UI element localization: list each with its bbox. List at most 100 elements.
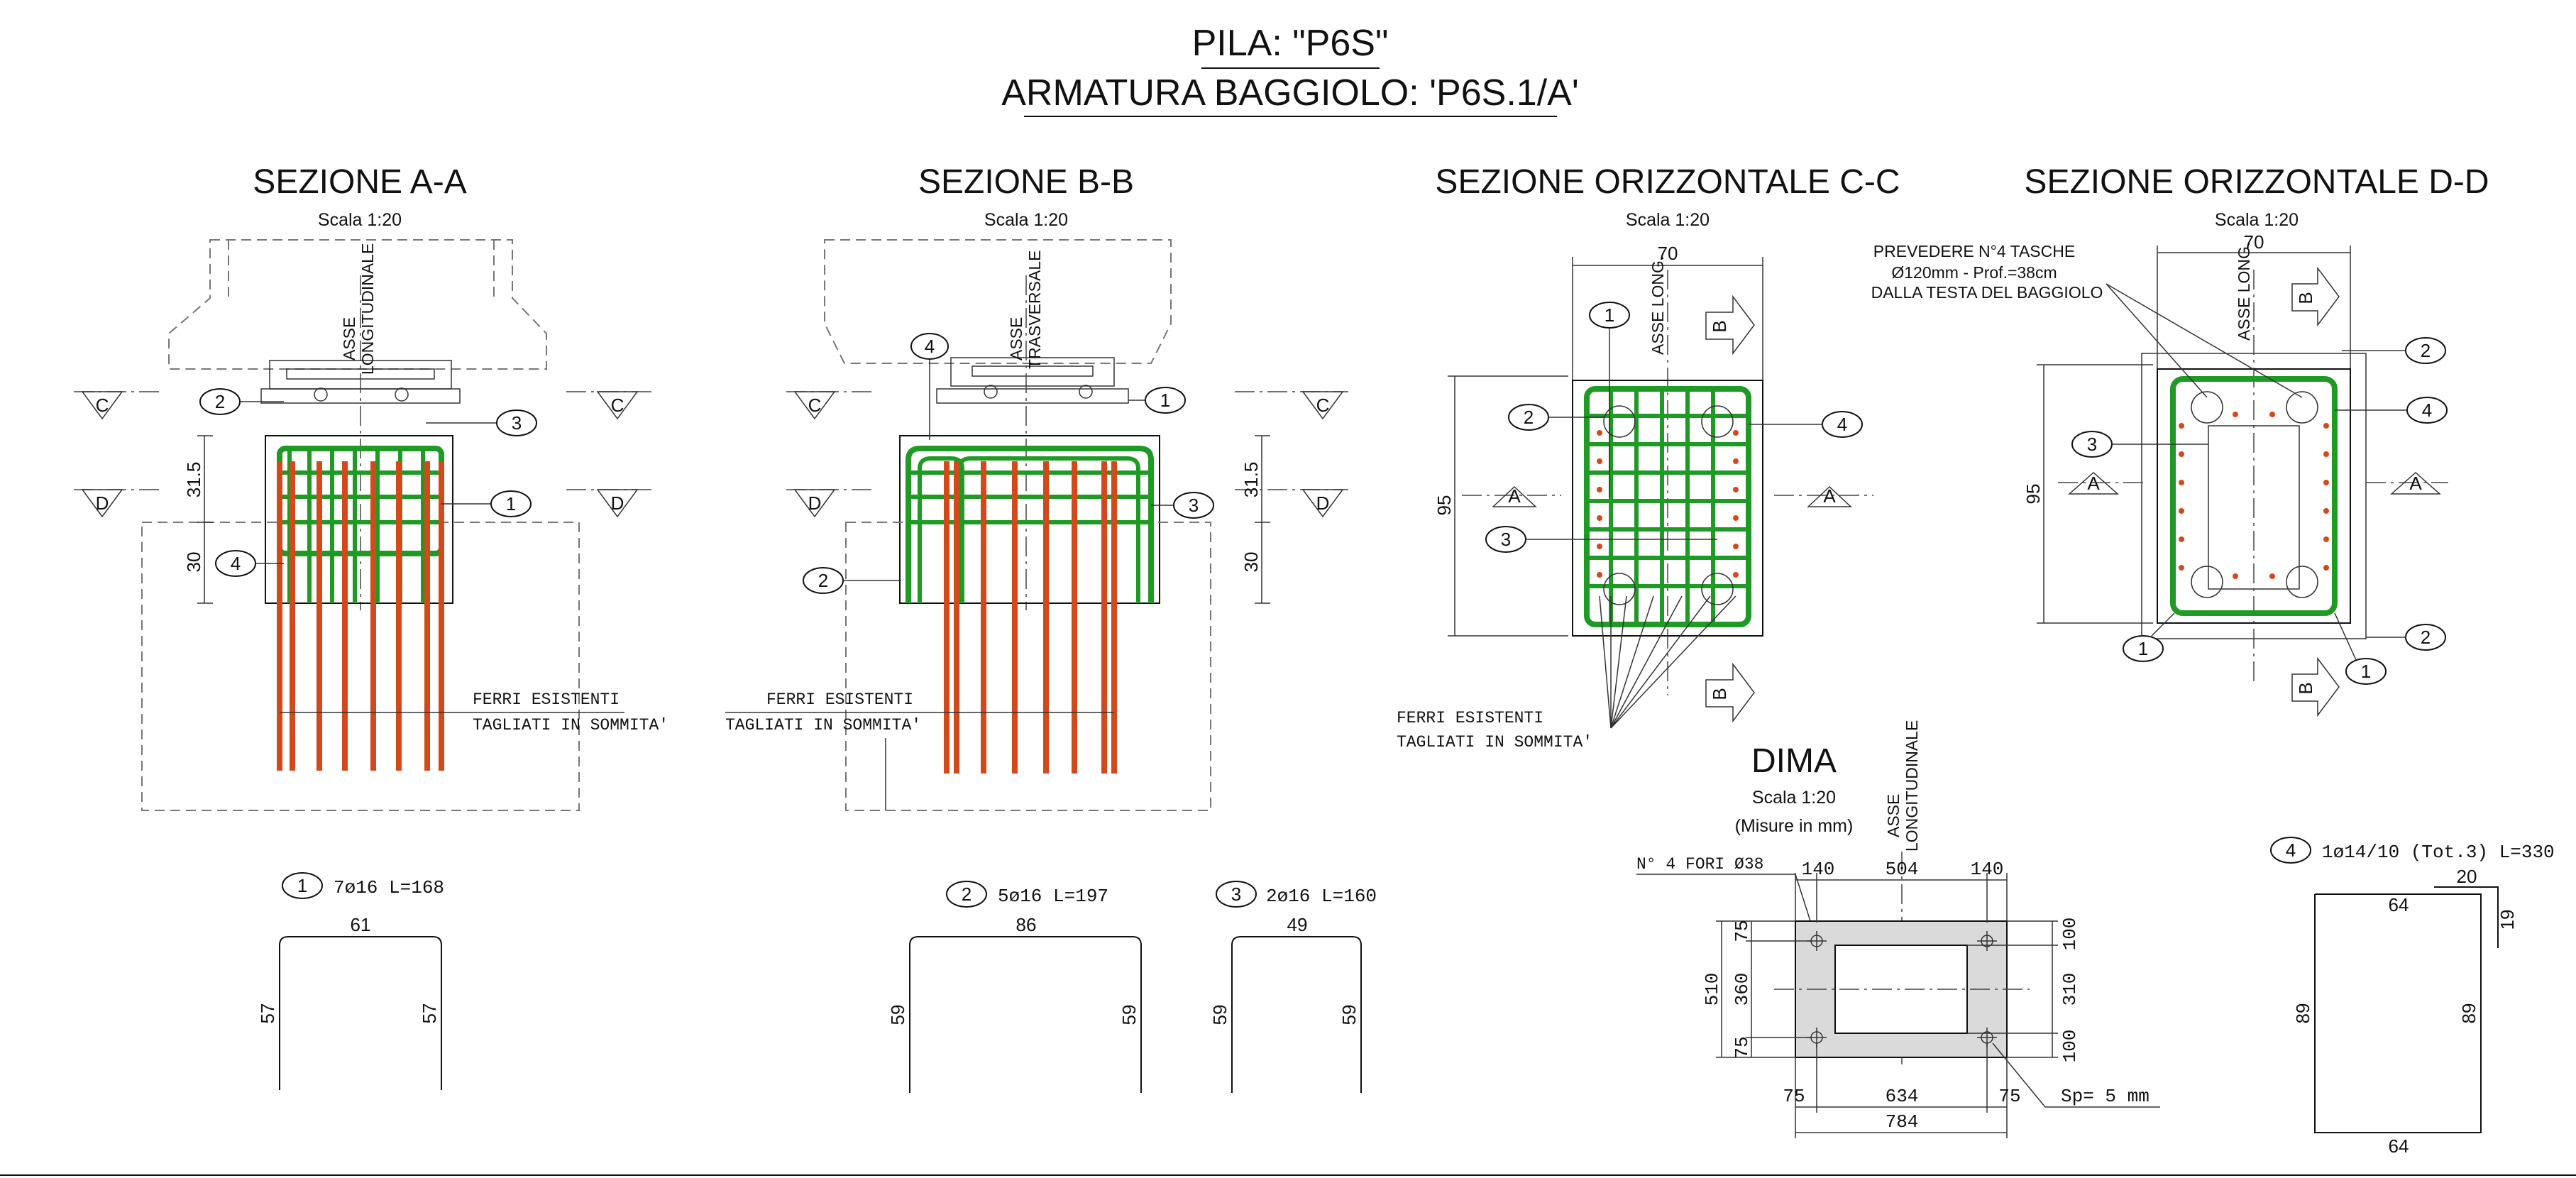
bar-3: 3 2ø16 L=160 49 59 59 xyxy=(1209,881,1377,1093)
bar-4: 4 1ø14/10 (Tot.3) L=330 64 64 20 19 89 8… xyxy=(2270,837,2555,1157)
bar-4-hook-leg: 19 xyxy=(2497,910,2518,930)
cut-b-bottom-c: B xyxy=(1709,688,1730,700)
cut-d-left: D xyxy=(96,492,109,514)
dd-marker-2-top: 2 xyxy=(2421,340,2431,361)
cut-c-left: C xyxy=(96,395,109,416)
section-bb-axis1: ASSE xyxy=(1007,317,1025,360)
bar-4-spec: 1ø14/10 (Tot.3) L=330 xyxy=(2322,842,2555,863)
section-dd-note2: Ø120mm - Prof.=38cm xyxy=(1891,263,2057,282)
dima-plate-thickness: Sp= 5 mm xyxy=(2061,1086,2150,1107)
aa-marker-4: 4 xyxy=(231,553,241,574)
section-aa-axis1: ASSE xyxy=(340,317,358,360)
section-dd-axis: ASSE LONG. xyxy=(2235,242,2253,341)
bar-2-spec: 5ø16 L=197 xyxy=(998,886,1108,907)
section-cc-scale: Scala 1:20 xyxy=(1626,210,1710,230)
dima-bottom-dim-1: 75 xyxy=(1783,1086,1805,1107)
bb-marker-2: 2 xyxy=(818,570,828,591)
cc-marker-2: 2 xyxy=(1524,407,1534,428)
section-dd-note1: PREVEDERE N°4 TASCHE xyxy=(1873,242,2075,260)
bar-1: 1 7ø16 L=168 61 57 57 xyxy=(257,872,444,1090)
dima-axis1: ASSE xyxy=(1884,794,1903,837)
section-aa: SEZIONE A-A Scala 1:20 ASSE LONGITUDINAL… xyxy=(74,163,668,811)
dima-total-width: 784 xyxy=(1886,1111,1919,1133)
cut-d-left-b: D xyxy=(808,492,822,514)
cut-b-bottom-d: B xyxy=(2295,682,2316,694)
section-cc-height: 95 xyxy=(1433,495,1455,516)
dima-template: DIMA Scala 1:20 (Misure in mm) ASSE LONG… xyxy=(1636,720,2160,1138)
section-dd-title: SEZIONE ORIZZONTALE D-D xyxy=(2024,163,2489,201)
bar-1-leg-right: 57 xyxy=(419,1003,440,1024)
dima-units: (Misure in mm) xyxy=(1735,816,1854,836)
dima-top-dim-1: 140 xyxy=(1802,859,1835,880)
section-bb-axis2: TRASVERSALE xyxy=(1025,251,1044,369)
bar-4-leg-right: 89 xyxy=(2458,1003,2479,1024)
bar-1-leg-left: 57 xyxy=(257,1003,278,1024)
cut-d-right: D xyxy=(611,492,624,514)
dima-top-dim-3: 140 xyxy=(1971,859,2004,880)
cut-a-right-d: A xyxy=(2409,473,2422,494)
dima-bottom-dim-3: 75 xyxy=(1998,1086,2020,1107)
dima-top-dim-2: 504 xyxy=(1886,859,1919,880)
cut-a-left-d: A xyxy=(2087,473,2100,494)
dima-bottom-dim-2: 634 xyxy=(1886,1086,1919,1107)
dima-holes-label: N° 4 FORI Ø38 xyxy=(1636,855,1763,874)
section-bb-note1: FERRI ESISTENTI xyxy=(766,690,913,709)
section-dd-height: 95 xyxy=(2022,484,2044,505)
section-dd-note3: DALLA TESTA DEL BAGGIOLO xyxy=(1871,283,2103,302)
cut-c-right: C xyxy=(611,395,624,416)
dd-marker-4: 4 xyxy=(2422,400,2432,421)
bar-4-width-top: 64 xyxy=(2389,894,2409,915)
cc-marker-4: 4 xyxy=(1837,414,1847,435)
cut-c-right-b: C xyxy=(1316,395,1330,416)
aa-marker-1: 1 xyxy=(506,493,516,514)
bar-1-spec: 7ø16 L=168 xyxy=(334,877,444,898)
bar-4-mark: 4 xyxy=(2286,840,2296,861)
dima-scale: Scala 1:20 xyxy=(1752,788,1836,808)
dd-marker-2-bottom: 2 xyxy=(2421,627,2431,648)
title-armatura: ARMATURA BAGGIOLO: 'P6S.1/A' xyxy=(1001,72,1579,114)
bar-2: 2 5ø16 L=197 86 59 59 xyxy=(887,881,1142,1093)
dima-axis2: LONGITUDINALE xyxy=(1903,720,1921,852)
bar-schedule: 1 7ø16 L=168 61 57 57 2 5ø16 L=197 86 59… xyxy=(257,837,2555,1157)
dima-left-dim-3: 75 xyxy=(1732,1036,1753,1058)
section-aa-note2: TAGLIATI IN SOMMITA' xyxy=(473,716,668,734)
section-aa-title: SEZIONE A-A xyxy=(253,163,466,201)
dima-left-dim-1: 75 xyxy=(1732,920,1753,942)
dima-title: DIMA xyxy=(1751,742,1837,780)
section-bb-note2: TAGLIATI IN SOMMITA' xyxy=(725,716,921,734)
bar-3-width: 49 xyxy=(1287,914,1308,935)
bar-4-leg-left: 89 xyxy=(2292,1003,2313,1024)
section-aa-dim-top: 31.5 xyxy=(183,462,204,498)
section-bb-dim-top: 31.5 xyxy=(1240,462,1262,498)
section-aa-axis2: LONGITUDINALE xyxy=(358,243,377,375)
bar-3-mark: 3 xyxy=(1231,884,1241,905)
bb-marker-1: 1 xyxy=(1160,390,1170,411)
bar-2-mark: 2 xyxy=(962,884,971,905)
section-cc-axis: ASSE LONG. xyxy=(1648,256,1667,355)
title-pila: PILA: "P6S" xyxy=(1192,23,1389,64)
section-bb-title: SEZIONE B-B xyxy=(918,163,1134,201)
aa-marker-3: 3 xyxy=(512,412,522,434)
bar-2-leg-right: 59 xyxy=(1118,1005,1140,1025)
section-bb: SEZIONE B-B Scala 1:20 ASSE TRASVERSALE … xyxy=(725,163,1348,811)
dd-marker-1-right: 1 xyxy=(2361,661,2371,682)
bar-3-spec: 2ø16 L=160 xyxy=(1266,886,1377,907)
drawing-title: PILA: "P6S" ARMATURA BAGGIOLO: 'P6S.1/A' xyxy=(1001,23,1579,117)
bar-4-width-bottom: 64 xyxy=(2389,1135,2409,1157)
section-cc-note2: TAGLIATI IN SOMMITA' xyxy=(1397,733,1592,752)
dima-total-height: 510 xyxy=(1702,973,1723,1006)
section-aa-note1: FERRI ESISTENTI xyxy=(473,690,620,709)
bar-2-leg-left: 59 xyxy=(887,1005,908,1025)
bar-4-hook: 20 xyxy=(2457,866,2477,887)
cut-d-right-b: D xyxy=(1316,492,1330,514)
cut-c-left-b: C xyxy=(808,395,822,416)
aa-marker-2: 2 xyxy=(215,391,225,412)
section-dd-width: 70 xyxy=(2244,231,2264,253)
section-cc-width: 70 xyxy=(1658,243,1678,264)
section-bb-scale: Scala 1:20 xyxy=(984,210,1068,230)
section-aa-scale: Scala 1:20 xyxy=(318,210,402,230)
cc-marker-3: 3 xyxy=(1501,529,1511,550)
section-cc-note1: FERRI ESISTENTI xyxy=(1397,709,1543,727)
section-bb-dim-bottom: 30 xyxy=(1240,552,1262,573)
